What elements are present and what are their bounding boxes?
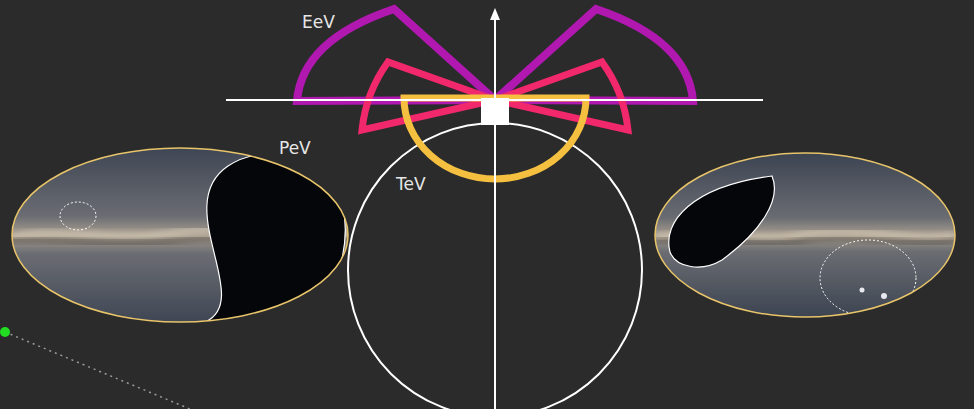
detector-square [481, 98, 509, 125]
dotted-line [5, 332, 190, 409]
sky-map-border [655, 153, 955, 317]
zenith-axis [494, 18, 496, 409]
sky-map-border [12, 148, 348, 322]
energy-label: TeV [396, 174, 426, 194]
energy-label: PeV [279, 138, 311, 158]
sky-map-right [650, 150, 960, 320]
sky-map-left [0, 140, 360, 330]
green-dot [0, 327, 10, 337]
energy-label: EeV [302, 12, 335, 32]
arrowhead [490, 8, 500, 20]
